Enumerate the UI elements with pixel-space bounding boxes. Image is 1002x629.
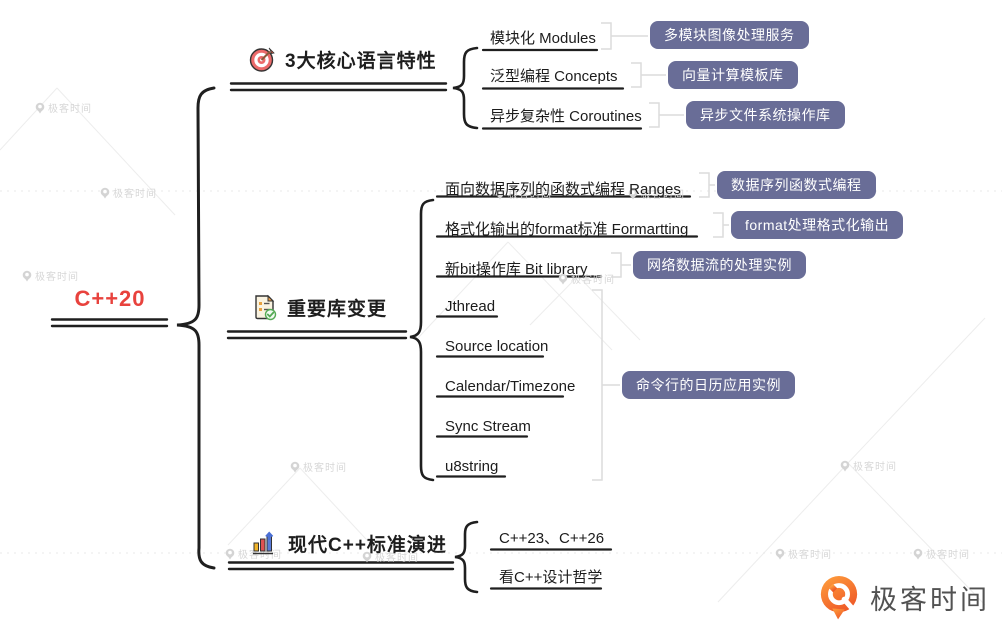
root-node[interactable]: C++20 xyxy=(74,286,146,311)
badge-modules-example[interactable]: 多模块图像处理服务 xyxy=(650,21,809,49)
node-source-location[interactable]: Source location xyxy=(445,338,549,355)
watermark: 极客时间 xyxy=(558,271,615,286)
badge-concepts-example[interactable]: 向量计算模板库 xyxy=(668,61,798,89)
geektime-logo-text: 极客时间 xyxy=(870,584,990,615)
watermark: 极客时间 xyxy=(495,186,552,201)
branch-core-language-features[interactable]: 3大核心语言特性 xyxy=(249,46,437,73)
pin-icon xyxy=(913,548,923,559)
dotted-guide-lines xyxy=(0,190,1002,554)
watermark: 极客时间 xyxy=(362,549,419,564)
pin-icon xyxy=(35,102,45,113)
pin-icon xyxy=(100,187,110,198)
badge-connectors xyxy=(592,22,729,481)
node-u8string[interactable]: u8string xyxy=(445,458,499,475)
branch-library-changes[interactable]: 重要库变更 xyxy=(253,294,387,321)
watermark: 极客时间 xyxy=(22,268,79,283)
target-icon xyxy=(249,46,276,73)
branch-ink xyxy=(50,46,699,594)
badge-calendar-example[interactable]: 命令行的日历应用实例 xyxy=(622,371,795,399)
watermark: 极客时间 xyxy=(775,546,832,561)
checklist-icon xyxy=(253,294,278,321)
watermark: 极客时间 xyxy=(290,459,347,474)
pin-icon xyxy=(840,460,850,471)
watermark: 极客时间 xyxy=(628,186,685,201)
watermark: 极客时间 xyxy=(913,546,970,561)
pin-icon xyxy=(362,551,372,562)
pin-icon xyxy=(775,548,785,559)
pin-icon xyxy=(225,548,235,559)
badge-bit-example[interactable]: 网络数据流的处理实例 xyxy=(633,251,806,279)
bar-chart-icon xyxy=(251,530,279,557)
branch-title-label: 重要库变更 xyxy=(287,299,388,320)
node-design-philosophy[interactable]: 看C++设计哲学 xyxy=(499,569,603,586)
node-modules[interactable]: 模块化 Modules xyxy=(490,30,596,47)
node-bit-library[interactable]: 新bit操作库 Bit library xyxy=(445,261,588,278)
pin-icon xyxy=(495,188,505,199)
watermark-diagonal-lines xyxy=(0,87,986,606)
branch-title-label: 3大核心语言特性 xyxy=(285,51,437,72)
geektime-logo-icon xyxy=(818,574,860,620)
watermark: 极客时间 xyxy=(840,458,897,473)
badge-coroutines-example[interactable]: 异步文件系统操作库 xyxy=(686,101,845,129)
node-cpp23-cpp26[interactable]: C++23、C++26 xyxy=(499,530,605,547)
watermark: 极客时间 xyxy=(35,100,92,115)
pin-icon xyxy=(290,461,300,472)
watermark: 极客时间 xyxy=(100,185,157,200)
node-concepts[interactable]: 泛型编程 Concepts xyxy=(490,68,618,85)
branch-modern-cpp-evolution[interactable]: 现代C++标准演进 xyxy=(251,530,447,557)
pin-icon xyxy=(628,188,638,199)
node-jthread[interactable]: Jthread xyxy=(445,298,496,315)
node-formatting[interactable]: 格式化输出的format标准 Formartting xyxy=(445,221,689,238)
pin-icon xyxy=(558,273,568,284)
pin-icon xyxy=(22,270,32,281)
node-coroutines[interactable]: 异步复杂性 Coroutines xyxy=(490,108,642,125)
badge-ranges-example[interactable]: 数据序列函数式编程 xyxy=(717,171,876,199)
node-sync-stream[interactable]: Sync Stream xyxy=(445,418,531,435)
badge-format-example[interactable]: format处理格式化输出 xyxy=(731,211,904,239)
geektime-logo: 极客时间 xyxy=(818,574,990,620)
watermark: 极客时间 xyxy=(225,546,282,561)
node-calendar-timezone[interactable]: Calendar/Timezone xyxy=(445,378,576,395)
branch-title-label: 现代C++标准演进 xyxy=(288,535,447,556)
node-ranges[interactable]: 面向数据序列的函数式编程 Ranges xyxy=(445,181,681,198)
